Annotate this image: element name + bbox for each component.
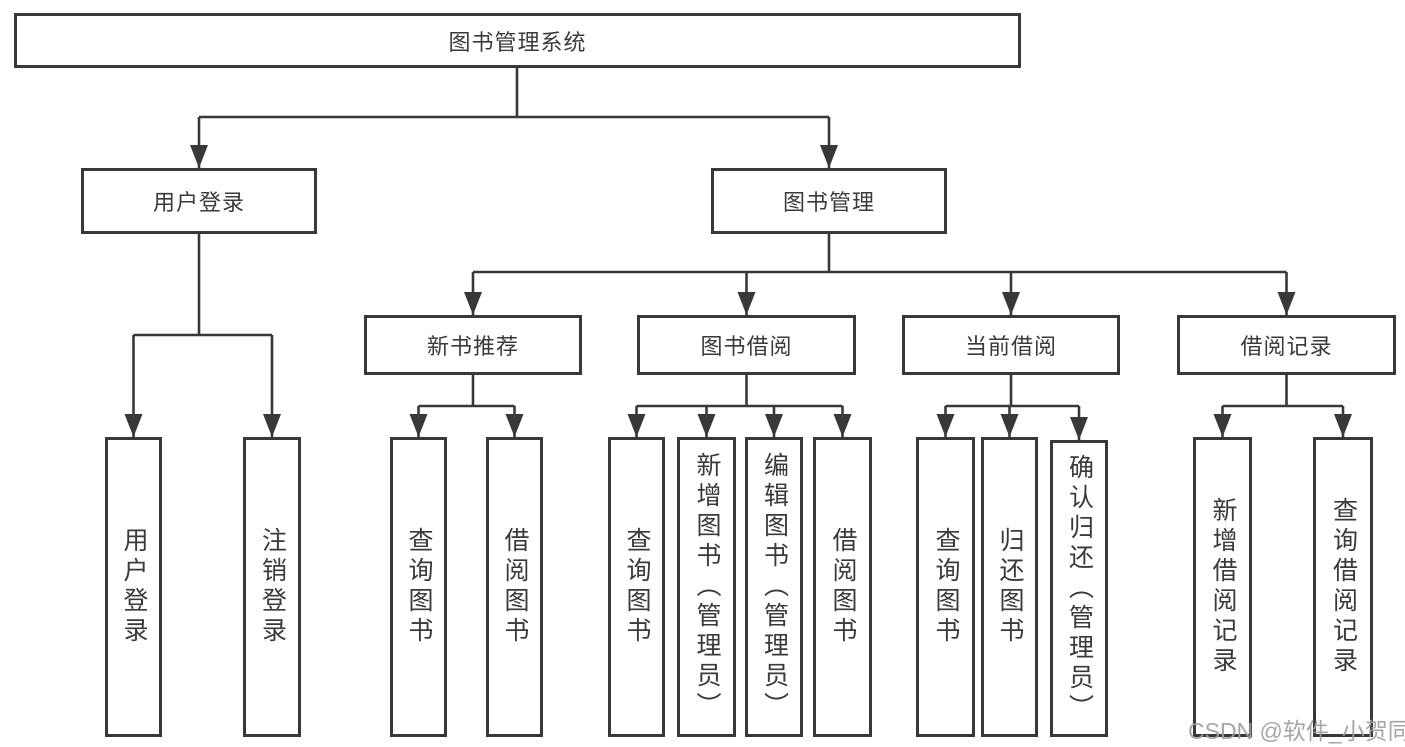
leaf-borrow-books-recommend: 借阅图书 — [486, 437, 543, 737]
node-user-login: 用户登录 — [81, 168, 317, 234]
node-label: 新增图书（管理员） — [693, 452, 721, 722]
node-label: 查询图书 — [932, 527, 960, 647]
node-label: 借阅图书 — [501, 527, 529, 647]
node-label: 图书借阅 — [700, 334, 793, 359]
node-label: 注销登录 — [258, 527, 287, 647]
node-current-borrowing: 当前借阅 — [902, 315, 1120, 375]
node-library-management-system: 图书管理系统 — [14, 13, 1021, 68]
node-new-book-recommendation: 新书推荐 — [364, 315, 582, 375]
node-label: 查询图书 — [405, 527, 433, 647]
leaf-edit-books-admin: 编辑图书（管理员） — [745, 437, 803, 737]
node-label: 用户登录 — [152, 190, 245, 215]
node-label: 当前借阅 — [964, 334, 1057, 359]
leaf-query-books-current: 查询图书 — [916, 437, 975, 737]
leaf-logout: 注销登录 — [243, 437, 301, 737]
node-label: 编辑图书（管理员） — [760, 452, 789, 722]
node-label: 归还图书 — [996, 527, 1024, 647]
leaf-query-borrow-record: 查询借阅记录 — [1313, 437, 1373, 737]
node-label: 新书推荐 — [426, 334, 519, 359]
node-label: 新增借阅记录 — [1209, 497, 1237, 677]
leaf-query-books-borrowing: 查询图书 — [608, 437, 665, 737]
leaf-user-login: 用户登录 — [105, 437, 162, 737]
leaf-return-books: 归还图书 — [981, 437, 1038, 737]
leaf-add-books-admin: 新增图书（管理员） — [677, 437, 736, 737]
leaf-add-borrow-record: 新增借阅记录 — [1193, 437, 1252, 737]
leaf-query-books-recommend: 查询图书 — [390, 437, 447, 737]
node-label: 确认归还（管理员） — [1065, 453, 1094, 724]
node-book-management: 图书管理 — [711, 168, 947, 234]
node-label: 查询图书 — [623, 527, 651, 647]
leaf-confirm-return-admin: 确认归还（管理员） — [1050, 440, 1108, 737]
csdn-watermark: CSDN @软件_小贺同学 — [1188, 718, 1405, 744]
node-label: 用户登录 — [120, 527, 148, 647]
node-borrowing-records: 借阅记录 — [1177, 315, 1396, 375]
node-book-borrowing: 图书借阅 — [637, 315, 856, 375]
node-label: 查询借阅记录 — [1329, 497, 1358, 677]
node-label: 借阅记录 — [1240, 334, 1333, 359]
node-label: 借阅图书 — [829, 527, 857, 647]
node-label: 图书管理系统 — [448, 29, 587, 55]
node-label: 图书管理 — [782, 190, 875, 215]
leaf-borrow-books-borrowing: 借阅图书 — [813, 437, 872, 737]
